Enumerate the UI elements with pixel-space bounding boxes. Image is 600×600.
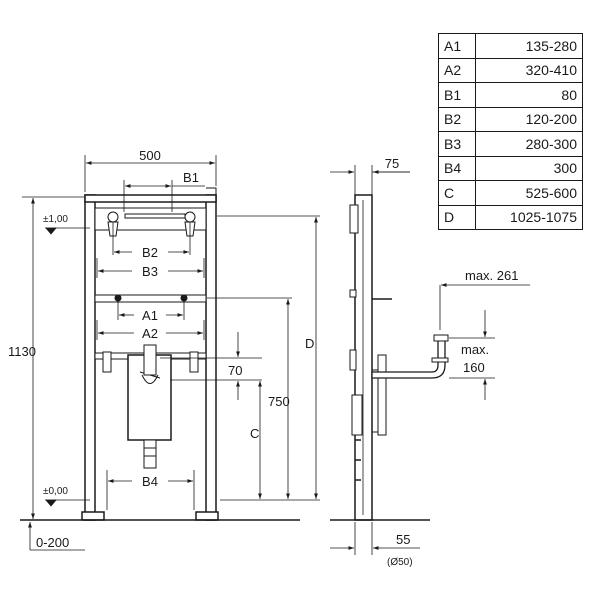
row-key: B3 (438, 131, 476, 157)
label-75: 75 (385, 156, 399, 171)
frame-top-bar (84, 194, 217, 203)
label-750: 750 (268, 394, 290, 409)
row-key: A2 (438, 57, 476, 83)
row-key: B4 (438, 155, 476, 181)
pipe-cap (433, 334, 449, 342)
label-500: 500 (139, 148, 161, 163)
label-b3: B3 (142, 264, 158, 279)
label-level-floor: ±0,00 (43, 486, 68, 497)
row-value: 1025-1075 (475, 204, 583, 230)
row-value: 120-200 (475, 106, 583, 132)
row-key: A1 (438, 33, 476, 59)
front-view (20, 187, 300, 521)
label-max261: max. 261 (465, 268, 518, 283)
label-max160-line2: 160 (463, 360, 485, 375)
side-labels: 75 max. 261 max. 160 55 (Ø50) (385, 156, 519, 568)
label-pipe-diameter: (Ø50) (387, 557, 413, 568)
label-level-top: ±1,00 (43, 214, 68, 225)
siphon-outlet (143, 344, 157, 376)
label-1130: 1130 (8, 344, 36, 359)
side-drain-box (351, 394, 363, 436)
row-value: 300 (475, 155, 583, 181)
frame-left-post (84, 194, 96, 521)
row-value: 135-280 (475, 33, 583, 59)
side-frame-post (354, 194, 373, 521)
drain-pipe (143, 439, 157, 469)
front-dimensions (22, 155, 320, 551)
level-top-symbol (45, 227, 57, 235)
label-0-200: 0-200 (36, 535, 69, 550)
label-b2: B2 (142, 245, 158, 260)
side-lower-rail (349, 349, 357, 371)
row-key: C (438, 180, 476, 206)
label-a2: A2 (142, 326, 158, 341)
label-70: 70 (228, 363, 242, 378)
label-a1: A1 (142, 308, 158, 323)
label-max160-line1: max. (461, 342, 489, 357)
lower-bracket-right (189, 351, 199, 373)
side-dimensions (330, 165, 530, 555)
label-b4: B4 (142, 474, 158, 489)
frame-right-post (205, 194, 217, 521)
foot-left (81, 511, 105, 521)
label-d: D (305, 336, 314, 351)
foot-right (195, 511, 219, 521)
front-labels: 500 B1 B2 B3 A1 A2 B4 1130 ±1,00 ±0,00 0… (8, 148, 314, 550)
row-key: B1 (438, 82, 476, 108)
row-value: 320-410 (475, 57, 583, 83)
lower-bracket-left (102, 351, 112, 373)
row-value: 525-600 (475, 180, 583, 206)
level-floor-symbol (45, 499, 57, 507)
row-value: 280-300 (475, 131, 583, 157)
side-wall-plate (377, 354, 387, 436)
row-key: D (438, 204, 476, 230)
label-55: 55 (396, 532, 410, 547)
side-middle-rail (349, 289, 357, 298)
side-view (330, 194, 449, 521)
side-top-bracket (349, 204, 359, 234)
row-key: B2 (438, 106, 476, 132)
middle-rail (94, 294, 207, 303)
row-value: 80 (475, 82, 583, 108)
label-b1: B1 (183, 170, 199, 185)
label-c: C (250, 426, 259, 441)
